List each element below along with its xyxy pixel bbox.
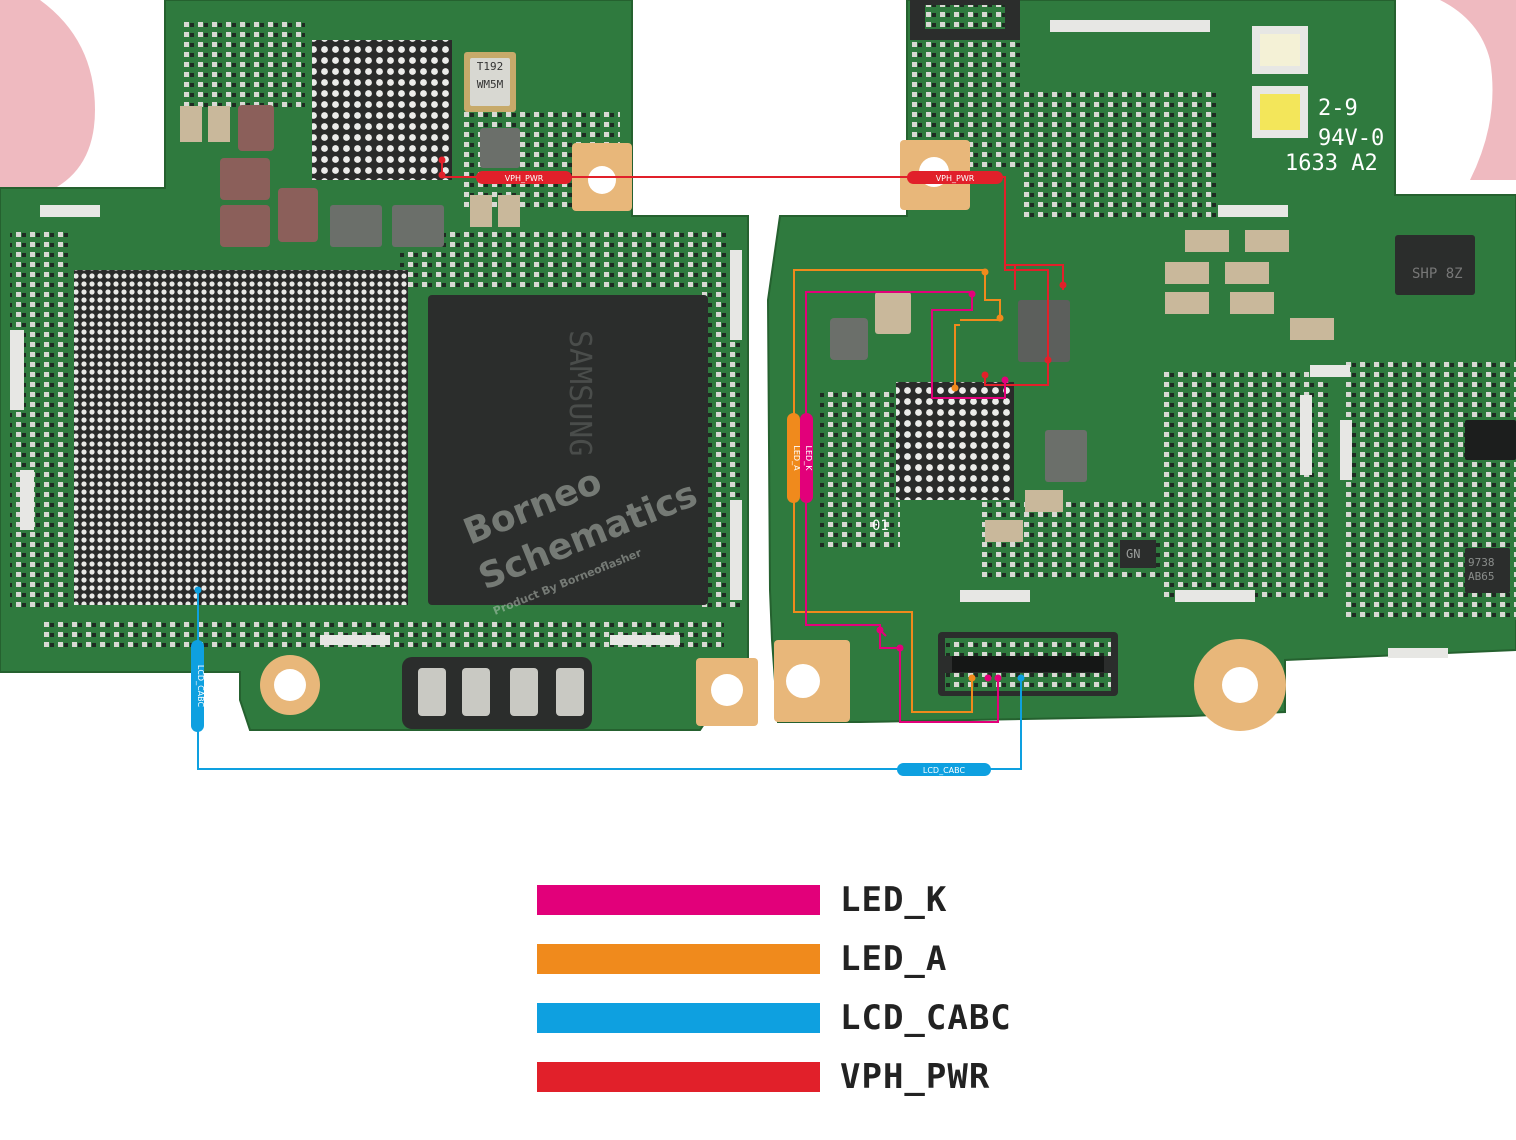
legend-row-vph-pwr: VPH_PWR xyxy=(537,1057,990,1097)
rev-marking: 2-9 xyxy=(1318,96,1358,121)
net-legend: LED_K LED_A LCD_CABC VPH_PWR xyxy=(537,880,1097,1114)
flash-leds xyxy=(1252,26,1308,138)
legend-swatch-lcd-cabc xyxy=(537,1003,820,1033)
bga-chips: SAMSUNG xyxy=(74,40,1014,605)
date-marking: 1633 A2 xyxy=(1285,151,1378,176)
lcd-cabc-tag-vertical-label: LCD_CABC xyxy=(196,665,205,708)
vph-pwr-tag-right-label: VPH_PWR xyxy=(936,174,975,183)
lcd-cabc-tag-horizontal: LCD_CABC xyxy=(897,763,991,776)
battery-contacts xyxy=(402,657,592,729)
led-k-tag: LED_K xyxy=(800,413,813,503)
crystal-marking-2: WM5M xyxy=(477,78,504,91)
crystal-oscillator: T192 WM5M xyxy=(464,52,516,112)
legend-row-lcd-cabc: LCD_CABC xyxy=(537,998,1012,1038)
soc-bga-array xyxy=(74,270,408,605)
legend-label-vph-pwr: VPH_PWR xyxy=(840,1057,991,1097)
net-led-a xyxy=(793,269,1001,713)
pcb-right xyxy=(766,0,1516,723)
legend-swatch-led-a xyxy=(537,944,820,974)
legend-swatch-vph-pwr xyxy=(537,1062,820,1092)
rating-marking: 94V-0 xyxy=(1318,126,1384,151)
net-vph-pwr-points xyxy=(438,156,1067,379)
camera-connector xyxy=(910,0,1020,40)
led-a-tag: LED_A xyxy=(787,413,801,503)
lcd-cabc-tag-vertical: LCD_CABC xyxy=(191,640,205,732)
legend-swatch-led-k xyxy=(537,885,820,915)
lcd-cabc-tag-horizontal-label: LCD_CABC xyxy=(923,766,966,775)
emmc-marking: SAMSUNG xyxy=(562,330,597,456)
ic2-marking-1: 9738 xyxy=(1468,556,1495,569)
legend-row-led-a: LED_A xyxy=(537,939,947,979)
legend-label-led-a: LED_A xyxy=(840,939,948,979)
vph-pwr-tag-left: VPH_PWR xyxy=(476,171,572,184)
legend-row-led-k: LED_K xyxy=(537,880,947,920)
ic2-marking-2: AB65 xyxy=(1468,570,1495,583)
net-led-a-points xyxy=(951,268,1004,682)
pmic-bga-array xyxy=(312,40,452,180)
passive-parts xyxy=(180,105,1516,593)
display-pmic-bga-array xyxy=(896,382,1014,500)
emmc-chip xyxy=(428,295,708,605)
watermark-ghost xyxy=(0,0,1516,195)
lcd-connector xyxy=(938,632,1118,696)
small-marking: 01 xyxy=(872,518,889,534)
shield-strips xyxy=(10,20,1448,658)
legend-label-led-k: LED_K xyxy=(840,880,948,920)
gn-marking: GN xyxy=(1126,547,1140,561)
led-a-tag-label: LED_A xyxy=(792,445,801,471)
vph-pwr-tag-left-label: VPH_PWR xyxy=(505,174,544,183)
net-led-k-points xyxy=(876,290,1009,682)
crystal-marking-1: T192 xyxy=(477,60,504,73)
vph-pwr-tag-right: VPH_PWR xyxy=(907,171,1003,184)
net-lcd-cabc-points xyxy=(194,586,1025,682)
silkscreen-text: 2-9 94V-0 1633 A2 SHP 8Z 9738 AB65 01 GN xyxy=(872,96,1495,583)
ic-marking: SHP 8Z xyxy=(1412,266,1463,282)
led-k-tag-label: LED_K xyxy=(804,446,813,472)
legend-label-lcd-cabc: LCD_CABC xyxy=(840,998,1012,1038)
